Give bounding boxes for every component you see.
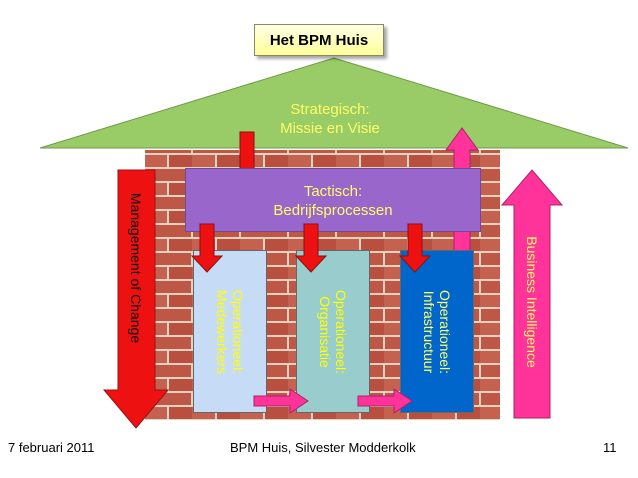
strategic-line1: Strategisch: — [290, 101, 370, 118]
tactical-line1: Tactisch: — [303, 183, 363, 200]
tactics-to-organisatie-arrow — [294, 223, 328, 273]
tactics-to-medewerkers-arrow — [190, 223, 224, 273]
roof — [39, 57, 629, 149]
management-of-change-arrow — [102, 169, 170, 429]
footer-title: BPM Huis, Silvester Modderkolk — [230, 440, 416, 455]
organisatie-to-infrastructuur-arrow — [357, 388, 413, 414]
footer-date: 7 februari 2011 — [8, 440, 95, 455]
tactical-box — [185, 168, 481, 232]
medewerkers-to-organisatie-arrow — [253, 388, 309, 414]
footer-page-number: 11 — [603, 440, 617, 455]
tactical-line2: Bedrijfsprocessen — [273, 202, 393, 219]
column-medewerkers: Operationeel: Medewerkers — [193, 250, 267, 413]
business-intelligence-arrow — [500, 169, 564, 419]
column-infrastructuur: Operationeel: Infrastructuur — [400, 250, 474, 413]
management-of-change-label: Management of Change — [128, 192, 144, 344]
slide-title: Het BPM Huis — [254, 24, 384, 56]
strategic-line2: Missie en Visie — [280, 120, 380, 137]
column-organisatie: Operationeel: Organisatie — [296, 250, 370, 413]
tactical-label: Tactisch: Bedrijfsprocessen — [185, 182, 481, 220]
tactics-to-infrastructuur-arrow — [398, 223, 432, 273]
strategic-label: Strategisch: Missie en Visie — [250, 100, 410, 138]
business-intelligence-label: Business Intelligence — [524, 236, 540, 368]
